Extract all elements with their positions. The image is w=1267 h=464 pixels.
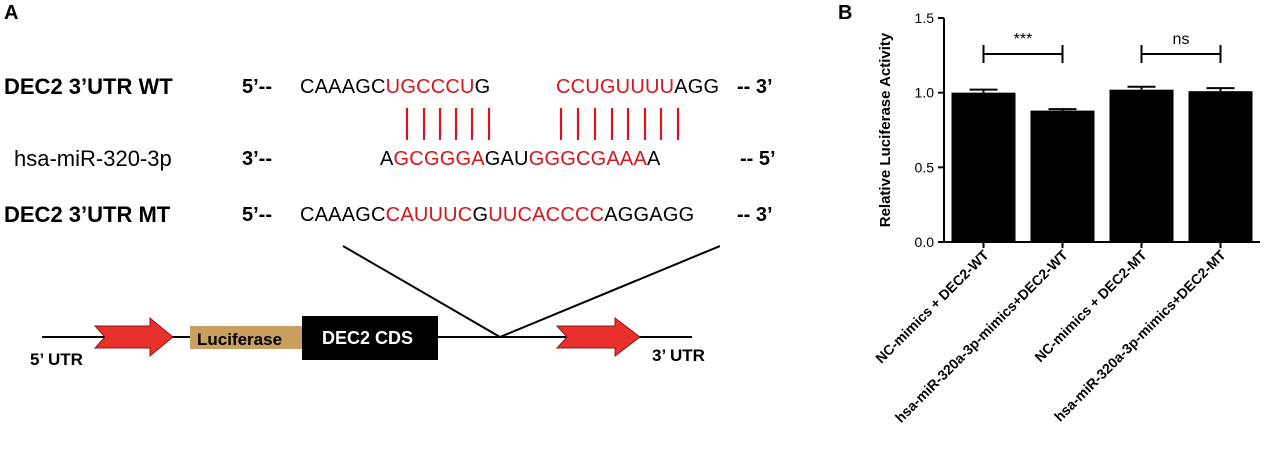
row-label-wt: DEC2 3’UTR WT <box>4 74 173 99</box>
x-tick-label: hsa-miR-320a-3p-mimics+DEC2-MT <box>1051 246 1229 424</box>
wt-seg-0: CAAAGC <box>300 76 386 98</box>
y-tick-label: 0.0 <box>915 234 935 250</box>
cds-box <box>302 316 438 360</box>
luciferase-box <box>190 326 302 349</box>
wt-seg-4: CCUGUUUU <box>556 76 675 98</box>
wt-seg-5: AGG <box>674 76 720 98</box>
significance-label: *** <box>1014 31 1033 48</box>
row-wt-sequence-b: CCUGUUUUAGG <box>556 76 719 99</box>
row-mirna-right-end: -- 5’ <box>740 148 776 170</box>
row-mirna-left-end: 3’-- <box>242 148 272 170</box>
row-wt-left-end: 5’-- <box>242 76 272 98</box>
mirna-seg-0: A <box>380 148 394 170</box>
mirna-seg-3: GGGCGAAA <box>528 148 648 170</box>
mt-seg-0: CAAAGC <box>300 204 386 226</box>
x-tick-label: hsa-miR-320a-3p-mimics+DEC2-WT <box>892 246 1071 425</box>
wt-seg-2: G <box>474 76 491 98</box>
y-tick-label: 1.0 <box>915 85 935 101</box>
mt-seg-4: AGGAGG <box>604 204 695 226</box>
arrow-left-icon <box>93 316 174 358</box>
row-mt-left-end: 5’-- <box>242 204 272 226</box>
panel-b-label: B <box>838 2 853 24</box>
bar <box>1109 89 1174 243</box>
row-label-mirna: hsa-miR-320-3p <box>14 146 172 171</box>
y-tick-label: 0.5 <box>915 159 935 175</box>
arrow-right-icon <box>555 316 641 358</box>
row-wt-sequence: CAAAGCUGCCCUG <box>300 76 490 99</box>
mt-seg-3: UUCACCCC <box>488 204 605 226</box>
mt-seg-2: G <box>472 204 489 226</box>
panel-a-label: A <box>4 2 19 24</box>
row-mt-right-end: -- 3’ <box>737 204 773 226</box>
wt-seg-1: UGCCCU <box>385 76 475 98</box>
construct-diagram <box>42 245 720 360</box>
mt-seg-1: CAUUUC <box>385 204 473 226</box>
row-mirna-sequence: AGCGGGAGAUGGGCGAAAA <box>380 148 661 171</box>
pair-lines-group-2 <box>559 108 680 140</box>
luciferase-label: Luciferase <box>197 330 283 349</box>
bar <box>951 92 1016 243</box>
y-tick-label: 1.5 <box>915 10 935 26</box>
bar <box>1030 110 1095 242</box>
significance-label: ns <box>1173 31 1190 48</box>
row-label-mt: DEC2 3’UTR MT <box>4 202 171 227</box>
zoom-line-right <box>499 245 720 338</box>
five-prime-utr-label: 5’ UTR <box>30 350 83 369</box>
y-axis-label: Relative Luciferase Activity <box>877 32 894 227</box>
pair-lines-group-1 <box>405 108 491 140</box>
mirna-seg-4: A <box>647 148 661 170</box>
three-prime-utr-label: 3’ UTR <box>652 346 705 365</box>
row-wt-right-end: -- 3’ <box>737 76 773 98</box>
mirna-seg-2: GAU <box>484 148 529 170</box>
mirna-seg-1: GCGGGA <box>393 148 485 170</box>
row-mt-sequence: CAAAGCCAUUUCGUUCACCCCAGGAGG <box>300 204 694 227</box>
base-pair-lines <box>405 108 680 140</box>
bar <box>1188 91 1253 242</box>
zoom-line-left <box>342 245 501 338</box>
cds-label: DEC2 CDS <box>322 328 414 348</box>
